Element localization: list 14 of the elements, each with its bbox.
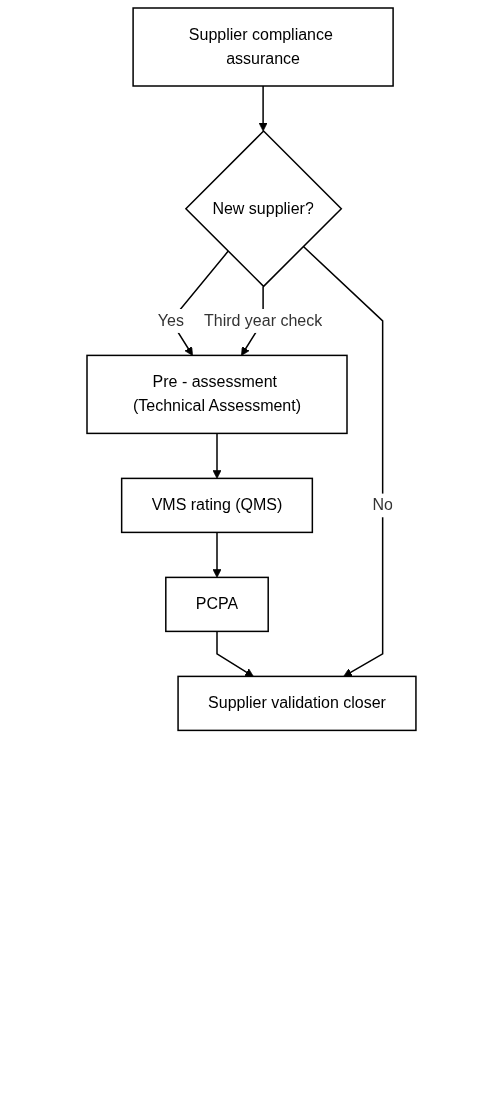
- node-box: VMS rating (QMS): [120, 477, 313, 534]
- arrow: [215, 630, 254, 677]
- edge-label: Yes: [157, 311, 184, 329]
- node-box: Pre - assessment (Technical Assessment): [85, 354, 348, 435]
- edge-label: No: [371, 496, 393, 514]
- edge-label: Third year check: [203, 311, 322, 329]
- node-box: Supplier validation closer: [176, 675, 417, 732]
- node-box: Supplier compliance assurance: [131, 7, 394, 87]
- arrow: [212, 531, 221, 578]
- arrow: [258, 85, 268, 132]
- node-diamond: New supplier?: [184, 129, 342, 288]
- node-box: PCPA: [164, 576, 269, 633]
- arrow: [212, 432, 221, 479]
- arrow: [301, 245, 383, 677]
